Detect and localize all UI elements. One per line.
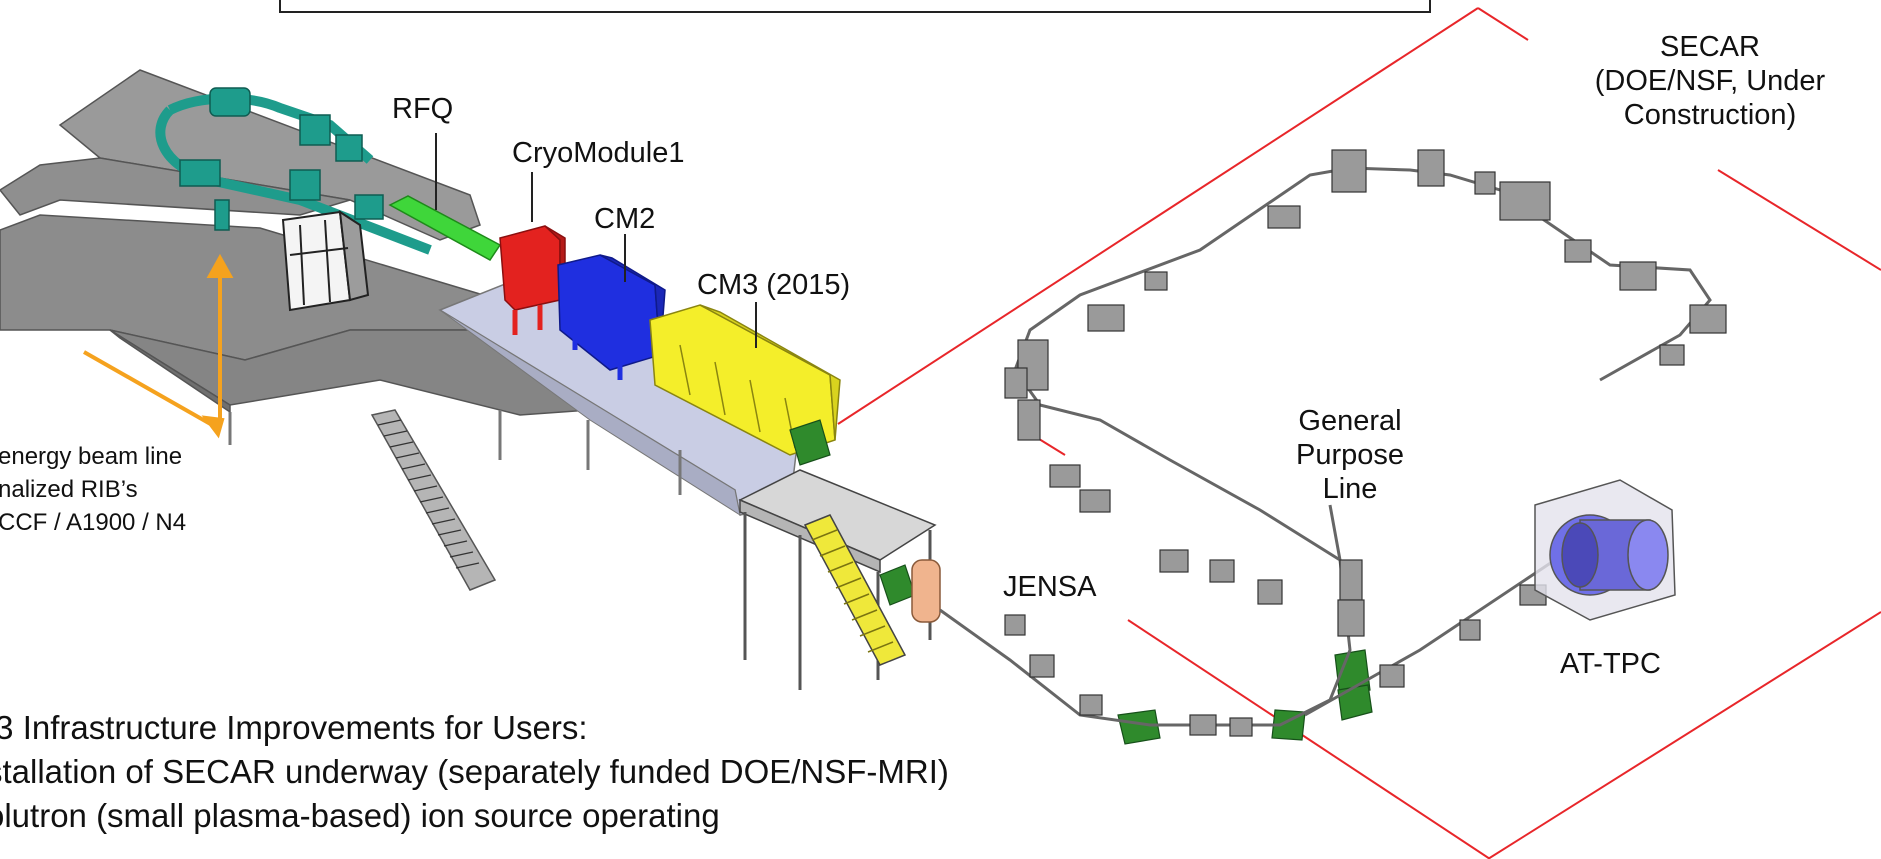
label-cryomodule1: CryoModule1 [512,137,685,169]
beamline-note-line-2: nalized RIB’s [0,476,138,503]
bullet-line-3: olutron (small plasma-based) ion source … [0,797,720,834]
bullet-text: \3 Infrastructure Improvements for Users… [0,706,949,838]
beam-arrows [83,253,234,439]
top-text-box [279,0,1431,13]
beamline-note: energy beam line nalized RIB’s CCF / A19… [0,440,186,539]
bullet-line-1: \3 Infrastructure Improvements for Users… [0,709,588,746]
beamline-magnets [1004,149,1727,737]
beamline-note-line-1: energy beam line [0,443,183,470]
attpc-detector [1534,479,1676,621]
cryomodule2 [557,254,666,380]
ion-source-chamber [911,559,941,623]
beamline-note-line-3: CCF / A1900 / N4 [0,509,187,536]
label-attpc: AT-TPC [1560,648,1661,680]
experimental-platform [738,469,937,690]
label-general-purpose-line: General Purpose Line [1250,404,1450,506]
secar-area-outline [837,7,1881,859]
support-columns [228,410,682,495]
gpl-line-1: General [1298,405,1402,437]
control-cabinet [281,210,370,312]
label-jensa: JENSA [1003,571,1097,603]
cryomodule3 [649,304,841,456]
secar-line-1: SECAR [1660,31,1760,63]
dipole-magnets [789,419,1373,745]
secar-line-3: Construction) [1623,99,1797,131]
gpl-line-2: Purpose [1295,439,1404,471]
label-secar: SECAR (DOE/NSF, Under Construction) [1560,30,1860,132]
platform-edge [439,309,741,517]
left-staircase [370,409,497,591]
injection-beamline [155,87,432,255]
label-rfq: RFQ [392,93,454,125]
secar-line-2: (DOE/NSF, Under [1594,65,1826,97]
gpl-line-3: Line [1322,473,1378,505]
bullet-line-2: stallation of SECAR underway (separately… [0,753,949,790]
label-cm2: CM2 [594,203,656,235]
label-leader-lines [435,133,757,348]
label-cm3: CM3 (2015) [697,269,851,301]
